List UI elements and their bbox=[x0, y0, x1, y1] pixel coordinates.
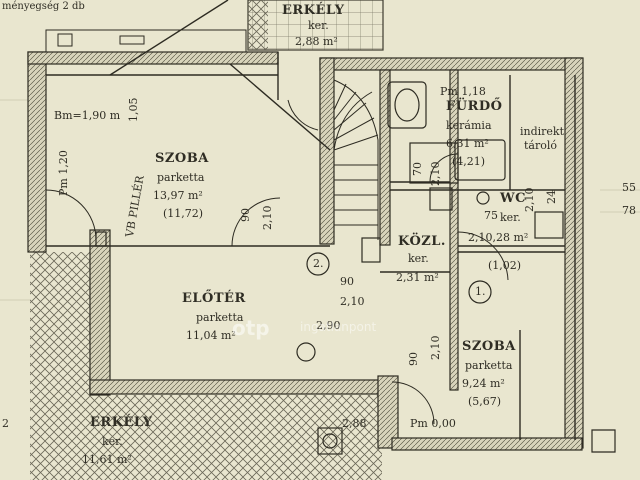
balcony-bottom-area: 11,61 m² bbox=[82, 453, 132, 466]
storage-label-2: tároló bbox=[524, 139, 557, 152]
pm-bottom-label: Pm 0,00 bbox=[410, 417, 456, 430]
balcony-bottom-name: ERKÉLY bbox=[90, 415, 153, 430]
furdo-sub: (4,21) bbox=[452, 155, 486, 168]
szoba-left-name: SZOBA bbox=[155, 151, 209, 166]
dim-75: 75 bbox=[484, 209, 498, 222]
dim-210-d: 2,10 bbox=[429, 161, 442, 187]
wc-area: 2,10,28 m² bbox=[468, 231, 529, 244]
eloter-floor: parketta bbox=[196, 311, 244, 324]
fixtures bbox=[317, 81, 616, 455]
bm-vertical: 1,05 bbox=[127, 97, 140, 123]
dim-210-c: 2,10 bbox=[429, 335, 442, 361]
eloter-area: 11,04 m² bbox=[186, 329, 236, 342]
marker-1: 1. bbox=[475, 285, 486, 298]
furdo-floor: kerámia bbox=[446, 119, 492, 132]
wc-name: WC bbox=[500, 191, 526, 206]
pm-left-label: Pm 1,20 bbox=[57, 150, 70, 196]
dim-90-c: 90 bbox=[407, 352, 420, 366]
dim-24: 24 bbox=[545, 190, 558, 204]
dim-290: 2,90 bbox=[316, 319, 341, 332]
szoba-right-floor: parketta bbox=[465, 359, 513, 372]
bottom-288: 2,88 bbox=[342, 417, 367, 430]
balcony-top-hatch bbox=[247, 0, 384, 51]
storage-label-1: indirekt bbox=[520, 125, 565, 138]
szoba-right-name: SZOBA bbox=[462, 339, 516, 354]
dim-90-b: 90 bbox=[340, 275, 354, 288]
dim-210-e: 2,10 bbox=[523, 187, 536, 213]
szoba-left-area: 13,97 m² bbox=[153, 189, 203, 202]
wc-floor: ker. bbox=[500, 211, 521, 224]
furdo-name: FÜRDŐ bbox=[446, 99, 503, 114]
balcony-bottom-hatch bbox=[30, 252, 100, 480]
edge-78: 78 bbox=[622, 204, 636, 217]
dim-210-b: 2,10 bbox=[340, 295, 365, 308]
staircase bbox=[333, 79, 379, 240]
kozl-name: KÖZL. bbox=[398, 234, 446, 249]
watermark-brand: otp bbox=[232, 316, 270, 340]
furdo-area: 6,31 m² bbox=[446, 137, 489, 150]
szoba-right-sub: (5,67) bbox=[468, 395, 502, 408]
balcony-top-area: 2,88 m² bbox=[295, 35, 338, 48]
watermark-suffix: ingatlanpont bbox=[300, 320, 377, 334]
balcony-bottom-hatch-2 bbox=[100, 395, 382, 480]
wc-sub: (1,02) bbox=[488, 259, 522, 272]
kozl-floor: ker. bbox=[408, 252, 429, 265]
dim-210-a: 2,10 bbox=[261, 205, 274, 231]
balcony-top-name: ERKÉLY bbox=[282, 3, 345, 18]
top-left-note: ményegség 2 db bbox=[2, 1, 85, 12]
doors bbox=[45, 99, 509, 425]
circle-markers bbox=[296, 252, 492, 362]
stair-top-hatch bbox=[248, 0, 268, 50]
marker-2: 2. bbox=[313, 257, 324, 270]
eloter-name: ELŐTÉR bbox=[182, 291, 246, 306]
walls bbox=[27, 51, 584, 451]
top-window bbox=[45, 29, 247, 53]
szoba-right-area: 9,24 m² bbox=[462, 377, 505, 390]
kozl-area: 2,31 m² bbox=[396, 271, 439, 284]
dim-70: 70 bbox=[411, 162, 424, 176]
sheet-guides bbox=[0, 99, 640, 301]
bm-label: Bm=1,90 m bbox=[54, 109, 121, 122]
interior-lines bbox=[46, 0, 576, 440]
szoba-left-floor: parketta bbox=[157, 171, 205, 184]
edge-2: 2 bbox=[2, 417, 9, 430]
edge-55: 55 bbox=[622, 181, 636, 194]
szoba-left-sub: (11,72) bbox=[163, 207, 204, 220]
balcony-bottom-floor: ker. bbox=[102, 435, 123, 448]
dim-90-a: 90 bbox=[239, 208, 252, 222]
furdo-ceiling: Pm 1,18 bbox=[440, 85, 486, 98]
balcony-top-floor: ker. bbox=[308, 19, 329, 32]
